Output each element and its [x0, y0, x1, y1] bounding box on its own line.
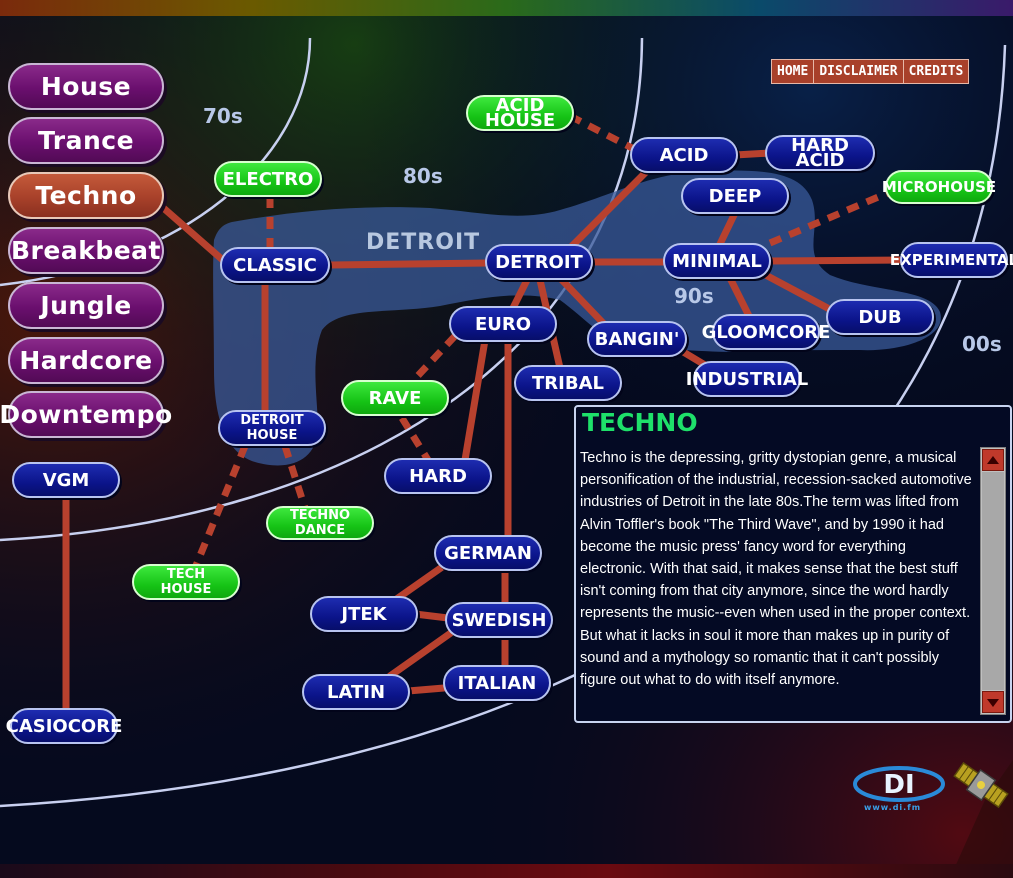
node-german[interactable]: GERMAN	[434, 535, 542, 571]
description-text: Techno is the depressing, gritty dystopi…	[580, 450, 972, 689]
nav-jungle[interactable]: Jungle	[8, 282, 164, 329]
node-vgm[interactable]: VGM	[12, 462, 120, 498]
node-italian[interactable]: ITALIAN	[443, 665, 551, 701]
nav-credits[interactable]: CREDITS	[903, 60, 969, 83]
node-acid-house[interactable]: ACID HOUSE	[466, 95, 574, 131]
node-industrial[interactable]: INDUSTRIAL	[686, 361, 808, 397]
node-techno-dance[interactable]: TECHNO DANCE	[266, 506, 374, 540]
nav-trance[interactable]: Trance	[8, 117, 164, 164]
description-scrollbar[interactable]	[980, 447, 1006, 715]
region-detroit-label: DETROIT	[366, 230, 481, 255]
node-bangin[interactable]: BANGIN'	[587, 321, 687, 357]
node-jtek[interactable]: JTEK	[310, 596, 418, 632]
decade-80s: 80s	[403, 164, 443, 188]
nav-breakbeat[interactable]: Breakbeat	[8, 227, 164, 274]
node-classic[interactable]: CLASSIC	[220, 247, 330, 283]
node-acid[interactable]: ACID	[630, 137, 738, 173]
bottom-gradient-bar	[0, 864, 1013, 878]
logo-text: DI	[883, 770, 914, 800]
node-experimental[interactable]: EXPERIMENTAL	[890, 242, 1013, 278]
decade-00s: 00s	[962, 332, 1002, 356]
top-gradient-bar	[0, 0, 1013, 16]
node-tribal[interactable]: TRIBAL	[514, 365, 622, 401]
nav-disclaimer[interactable]: DISCLAIMER	[814, 60, 904, 83]
node-latin[interactable]: LATIN	[302, 674, 410, 710]
node-dub[interactable]: DUB	[826, 299, 934, 335]
node-rave[interactable]: RAVE	[341, 380, 449, 416]
logo-url: www.di.fm	[864, 803, 922, 812]
nav-home[interactable]: HOME	[772, 60, 815, 83]
node-minimal[interactable]: MINIMAL	[663, 243, 771, 279]
nav-house[interactable]: House	[8, 63, 164, 110]
node-microhouse[interactable]: MICROHOUSE	[882, 170, 996, 204]
nav-techno[interactable]: Techno	[8, 172, 164, 219]
nav-downtempo[interactable]: Downtempo	[0, 391, 172, 438]
node-detroit[interactable]: DETROIT	[485, 244, 593, 280]
node-hard-acid[interactable]: HARD ACID	[765, 135, 875, 171]
decade-70s: 70s	[203, 104, 243, 128]
node-gloomcore[interactable]: GLOOMCORE	[702, 314, 830, 350]
node-casiocore[interactable]: CASIOCORE	[6, 708, 122, 744]
di-logo-icon[interactable]: DI	[853, 762, 945, 814]
description-panel: TECHNO Techno is the depressing, gritty …	[574, 405, 1012, 723]
scroll-down-arrow-icon[interactable]	[982, 691, 1004, 713]
satellite-icon	[953, 761, 1009, 809]
node-deep[interactable]: DEEP	[681, 178, 789, 214]
scroll-track[interactable]	[982, 472, 1004, 690]
nav-hardcore[interactable]: Hardcore	[8, 337, 164, 384]
node-electro[interactable]: ELECTRO	[214, 161, 322, 197]
scroll-up-arrow-icon[interactable]	[982, 449, 1004, 471]
node-detroit-house[interactable]: DETROIT HOUSE	[218, 410, 326, 446]
node-tech-house[interactable]: TECH HOUSE	[132, 564, 240, 600]
description-title: TECHNO	[582, 408, 698, 437]
node-hard[interactable]: HARD	[384, 458, 492, 494]
decade-90s: 90s	[674, 284, 714, 308]
node-swedish[interactable]: SWEDISH	[445, 602, 553, 638]
node-euro[interactable]: EURO	[449, 306, 557, 342]
top-nav: HOME DISCLAIMER CREDITS	[771, 59, 970, 84]
